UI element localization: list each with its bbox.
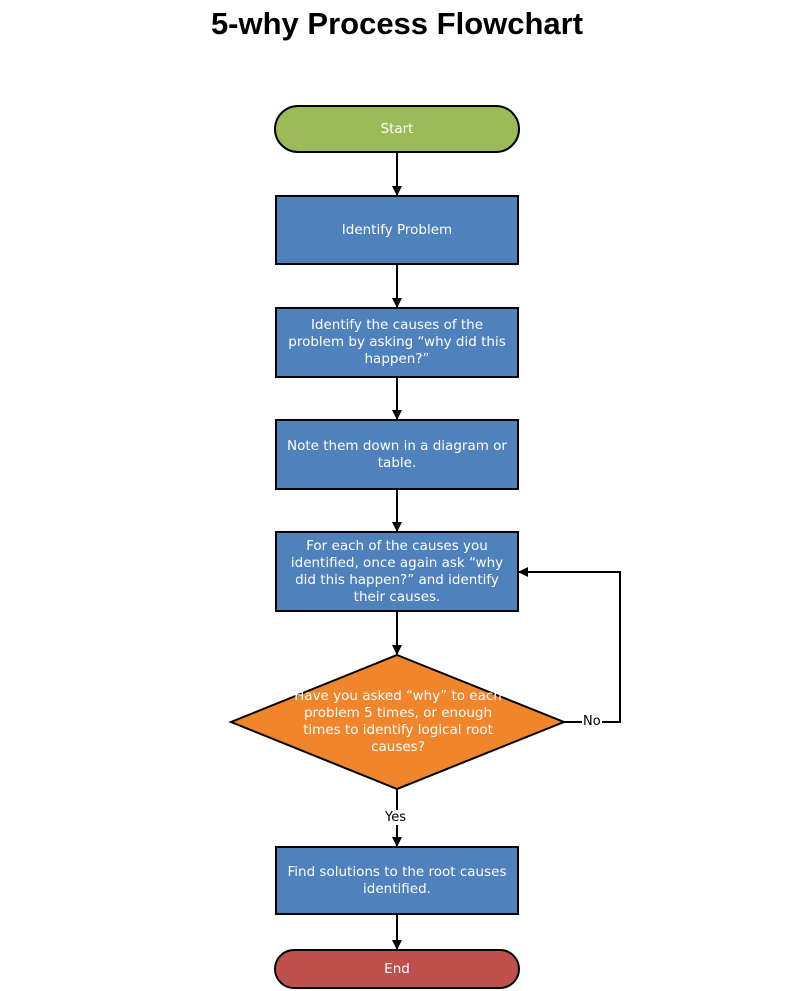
start-label: Start (380, 120, 414, 137)
identify-problem-label: Identify Problem (341, 221, 453, 238)
identify-causes-box (275, 307, 519, 378)
end-label: End (384, 960, 410, 977)
yes-edge-label: Yes (384, 810, 407, 825)
arrow-no-loop (518, 567, 621, 723)
for-each-label: For each of the causes you identified, o… (290, 537, 504, 605)
find-solutions-label: Find solutions to the root causes identi… (287, 863, 507, 897)
find-solutions-box (275, 846, 519, 915)
no-edge-label: No (582, 714, 602, 729)
end-terminator (274, 949, 520, 989)
identify-causes-label: Identify the causes of the problem by as… (288, 317, 506, 367)
decision-label: Have you asked “why” to each problem 5 t… (294, 688, 502, 755)
note-down-box (275, 419, 519, 490)
note-down-label: Note them down in a diagram or table. (287, 437, 507, 471)
for-each-box (275, 531, 519, 612)
page-title: 5-why Process Flowchart (210, 6, 584, 41)
